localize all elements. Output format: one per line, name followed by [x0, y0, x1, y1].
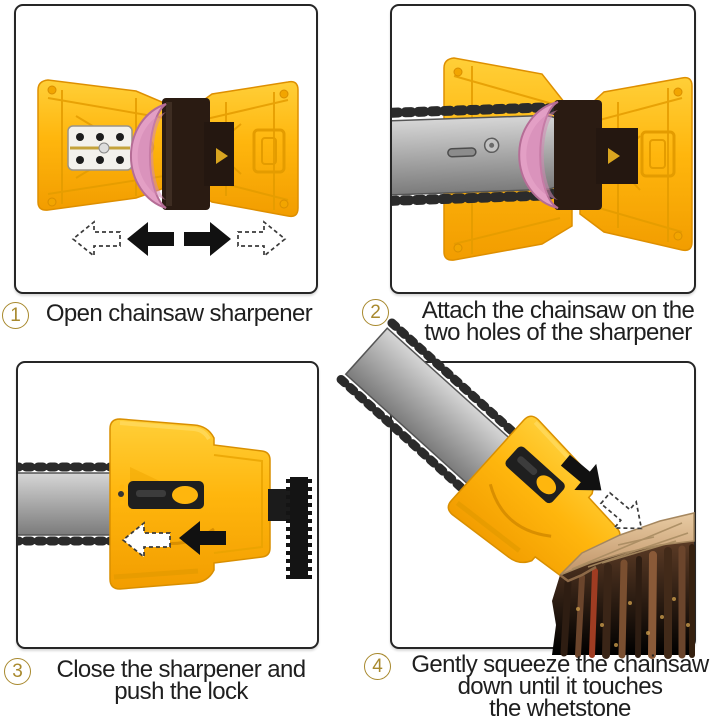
- step2-number-badge: 2: [362, 299, 389, 326]
- step3-number-badge: 3: [4, 658, 31, 685]
- step1-caption-text: Open chainsaw sharpener: [45, 300, 313, 327]
- tree-stump: [552, 512, 695, 659]
- step3-caption: 3 Close the sharpener and push the lock: [4, 656, 322, 705]
- step4-figure: [336, 318, 696, 659]
- whetstone: [130, 103, 167, 209]
- step1-figure: [14, 4, 318, 294]
- close-sharpener-illustration: [18, 418, 312, 590]
- chain-links: [387, 318, 524, 442]
- whetstone: [518, 101, 559, 209]
- serrated-handle: [268, 477, 312, 579]
- step2-caption-text: Attach the chainsaw on the two holes of …: [421, 297, 695, 346]
- dashed-arrow-right-icon: [237, 221, 286, 257]
- solid-arrow-right-icon: [184, 222, 231, 256]
- step2-figure: [390, 4, 696, 294]
- step2-caption: 2 Attach the chainsaw on the two holes o…: [362, 297, 718, 346]
- step3-caption-text: Close the sharpener and push the lock: [56, 656, 306, 705]
- step4-number-badge: 4: [364, 653, 391, 680]
- lock-slider: [119, 481, 204, 509]
- whetstone-clamp: [162, 98, 234, 210]
- solid-arrow-left-icon: [127, 222, 174, 256]
- attach-chainsaw-illustration: [392, 57, 693, 261]
- guide-bracket: [67, 125, 133, 171]
- step1-caption: 1 Open chainsaw sharpener: [2, 300, 320, 329]
- lock-slider: [505, 446, 565, 504]
- open-sharpener-illustration: [37, 79, 299, 257]
- sharpen-on-stump-illustration: [336, 318, 695, 659]
- dashed-arrow-left-icon: [72, 221, 121, 257]
- step4-caption-text: Gently squeeze the chainsaw down until i…: [411, 651, 709, 720]
- open-direction-arrows: [72, 221, 286, 257]
- whetstone-clamp: [554, 100, 638, 210]
- step3-figure: [16, 361, 319, 649]
- sharpener-left-plate: [37, 79, 177, 211]
- chainsaw-bar: [18, 462, 119, 546]
- chain-links: [336, 374, 473, 499]
- step1-number-badge: 1: [2, 302, 29, 329]
- step4-caption: 4 Gently squeeze the chainsaw down until…: [364, 651, 720, 720]
